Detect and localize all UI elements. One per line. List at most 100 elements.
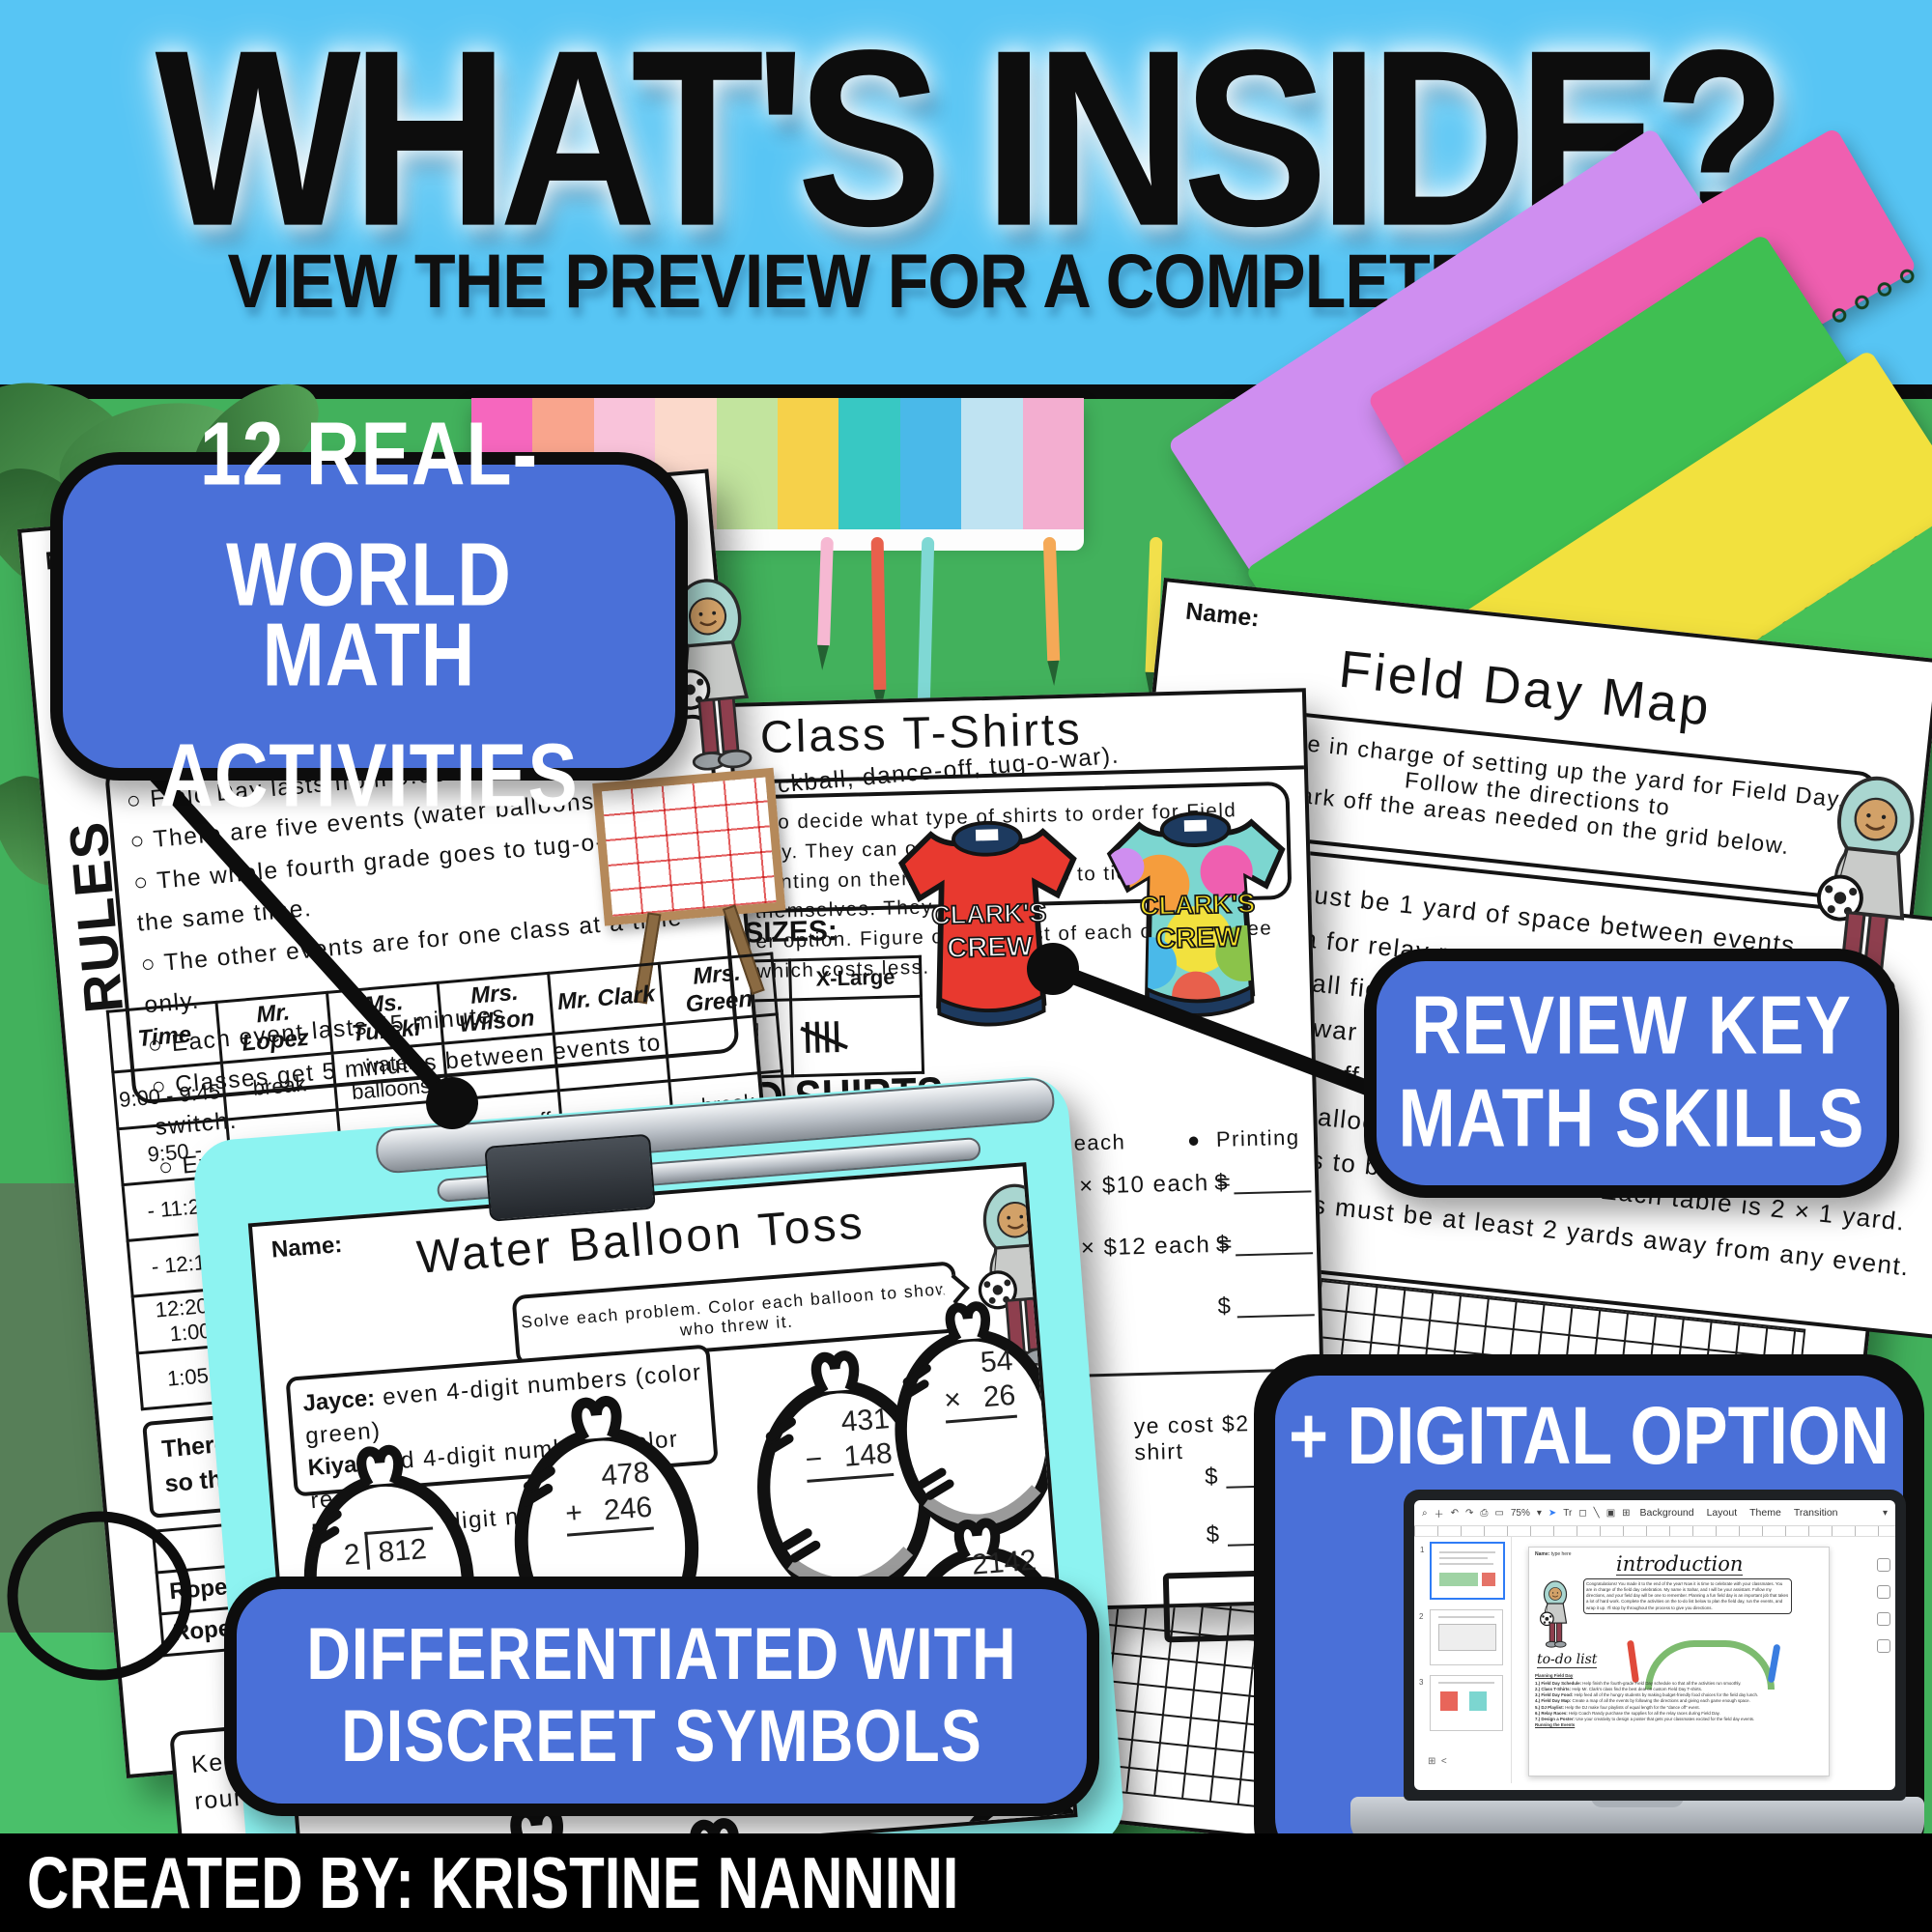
column-header: Mrs. Green — [659, 953, 778, 1025]
laptop-screen: ⌕ ＋ ↶ ↷ ⎙ ▭ 75% ▾ ➤ Tr ◻ ╲ ▣ ⊞ Backgroun… — [1404, 1490, 1906, 1801]
search-icon[interactable]: ⌕ — [1422, 1507, 1428, 1519]
slide-thumbnail-3[interactable]: 3 — [1419, 1675, 1503, 1731]
clipboard-clamp — [484, 1133, 656, 1222]
text-box-icon[interactable]: Tr — [1563, 1507, 1573, 1519]
table-cell: 9:00 - 9:45 — [112, 1063, 227, 1129]
pen-pink — [817, 536, 834, 646]
callout-real-world-activities: 12 REAL-WORLD MATH ACTIVITIES — [50, 405, 688, 826]
zoom-chevron-icon[interactable]: ▾ — [1536, 1507, 1542, 1519]
bullet-dot: ● — [1186, 1126, 1217, 1152]
slides-toolbar: ⌕ ＋ ↶ ↷ ⎙ ▭ 75% ▾ ➤ Tr ◻ ╲ ▣ ⊞ Backgroun… — [1414, 1500, 1895, 1526]
todo-item: 5.) DJ Playlist: Help the DJ make four p… — [1535, 1704, 1700, 1710]
red-tshirt: CLARK'S CREW — [890, 820, 1089, 1027]
addition-problem: 478 +246 — [561, 1456, 654, 1537]
worksheet-class-tshirts: Class T-Shirts s to decide what type of … — [726, 688, 1339, 1643]
digital-option-panel: + DIGITAL OPTION ⌕ ＋ ↶ ↷ ⎙ ▭ 75% ▾ ➤ Tr … — [1254, 1354, 1924, 1884]
toolbar-collapse-icon[interactable]: ▾ — [1882, 1507, 1888, 1519]
todo-heading: to-do list — [1537, 1652, 1598, 1668]
print-icon[interactable]: ⎙ — [1480, 1507, 1489, 1519]
credit-text: CREATED BY: KRISTINE NANNINI — [27, 1842, 959, 1923]
thumbnail-number: 1 — [1420, 1546, 1425, 1554]
slide-thumbnail-1[interactable]: 1 — [1420, 1542, 1505, 1600]
running-heading: Running the Events — [1535, 1722, 1576, 1728]
thumbnail-number: 2 — [1419, 1612, 1424, 1621]
column-header: Mr. Clark — [548, 963, 665, 1035]
todo-item: 1.) Field Day Schedule: Help finish the … — [1535, 1681, 1742, 1686]
callout-line: DIFFERENTIATED WITH — [306, 1613, 1017, 1695]
zoom-level[interactable]: 75% — [1510, 1507, 1530, 1519]
panel-icon[interactable] — [1877, 1558, 1890, 1572]
slide-character — [1540, 1580, 1568, 1648]
slides-app-window: ⌕ ＋ ↶ ↷ ⎙ ▭ 75% ▾ ➤ Tr ◻ ╲ ▣ ⊞ Backgroun… — [1414, 1500, 1895, 1790]
tube-man-red — [1626, 1639, 1640, 1684]
filmstrip-panel: 1 2 3 ⊞ — [1414, 1536, 1512, 1783]
menu-layout[interactable]: Layout — [1706, 1507, 1738, 1519]
shape-icon[interactable]: ◻ — [1578, 1507, 1587, 1519]
line-icon[interactable]: ╲ — [1593, 1507, 1600, 1519]
pen-orange — [1042, 536, 1061, 662]
table-cell — [442, 1034, 559, 1100]
tube-man-blue — [1767, 1643, 1781, 1684]
column-header: Ms. Turski — [327, 982, 443, 1054]
column-header: Mr. Lopez — [215, 992, 332, 1064]
table-cell: break — [221, 1053, 338, 1120]
slide-canvas: Name: type here introduction Congratulat… — [1528, 1547, 1830, 1776]
slide-name-row: Name: type here — [1535, 1551, 1572, 1557]
callout-line: MATH ACTIVITIES — [159, 605, 579, 826]
pen-red — [870, 536, 887, 691]
undo-icon[interactable]: ↶ — [1450, 1507, 1459, 1519]
planning-heading: Planning Field Day — [1535, 1673, 1574, 1678]
dollar-sign: $ — [1213, 1169, 1230, 1196]
name-label: Name: — [270, 1231, 344, 1264]
callout-line: MATH SKILLS — [1398, 1073, 1865, 1165]
todo-item: 4.) Field Day Map: Create a map of all t… — [1535, 1698, 1750, 1704]
menu-background[interactable]: Background — [1639, 1507, 1694, 1519]
todo-items: 1.) Field Day Schedule: Help finish the … — [1535, 1681, 1821, 1728]
footer-credit-bar: CREATED BY: KRISTINE NANNINI — [0, 1833, 1932, 1932]
table-cell: water balloons — [331, 1043, 448, 1110]
table-cell — [554, 1024, 669, 1091]
placeholder-icon[interactable]: ⊞ — [1622, 1507, 1631, 1519]
slide-thumbnail-2[interactable]: 2 — [1419, 1609, 1503, 1665]
callout-line: REVIEW KEY — [1411, 980, 1852, 1072]
todo-item: 7.) Design a Poster: Use your creativity… — [1535, 1716, 1755, 1721]
dollar-sign: $ — [1206, 1520, 1221, 1548]
table-cell — [664, 1013, 782, 1081]
select-cursor-icon[interactable]: ➤ — [1548, 1507, 1557, 1519]
menu-transition[interactable]: Transition — [1793, 1507, 1838, 1519]
blank-line — [1234, 1190, 1312, 1195]
add-icon[interactable]: ＋ — [1434, 1509, 1444, 1520]
svg-text:CREW: CREW — [1155, 922, 1242, 954]
paint-format-icon[interactable]: ▭ — [1494, 1507, 1504, 1519]
panel-icon[interactable] — [1877, 1639, 1890, 1653]
todo-item: 2.) Class T-Shirts: Help Mr. Clark's cla… — [1535, 1687, 1703, 1692]
callout-differentiated: DIFFERENTIATED WITH DISCREET SYMBOLS — [224, 1577, 1099, 1816]
panel-icon[interactable] — [1877, 1612, 1890, 1626]
blank-line — [1236, 1314, 1315, 1319]
menu-theme[interactable]: Theme — [1749, 1507, 1781, 1519]
svg-text:CREW: CREW — [947, 931, 1034, 964]
callout-review-key-math-skills: REVIEW KEY MATH SKILLS — [1364, 949, 1899, 1198]
ruler — [1414, 1526, 1895, 1537]
blank-line — [1236, 1252, 1314, 1257]
redo-icon[interactable]: ↷ — [1465, 1507, 1474, 1519]
slide-intro-text: Congratulations! You made it to the end … — [1583, 1578, 1792, 1614]
column-header: Mrs. Wilson — [438, 973, 554, 1044]
tiedye-tshirt: CLARK'S CREW — [1098, 811, 1297, 1017]
todo-item: 6.) Relay Races: Help Coach Randy purcha… — [1535, 1710, 1720, 1716]
sizes-label: SIZES: — [743, 915, 838, 950]
image-icon[interactable]: ▣ — [1605, 1507, 1616, 1519]
grid-view-icon[interactable]: ⊞ < — [1428, 1756, 1447, 1767]
dollar-sign: $ — [1217, 1293, 1233, 1320]
callout-line: 12 REAL-WORLD — [199, 404, 539, 625]
row1-eq: × $10 each = — [1078, 1169, 1233, 1200]
subtraction-problem: 431 −148 — [802, 1402, 895, 1483]
callout-line: DISCREET SYMBOLS — [341, 1695, 982, 1777]
panel-icon[interactable] — [1877, 1585, 1890, 1599]
row2-eq: × $12 each = — [1080, 1231, 1235, 1262]
multiplication-problem: 54 ×26 — [940, 1344, 1017, 1424]
dollar-sign: $ — [1204, 1463, 1220, 1491]
svg-text:CLARK'S: CLARK'S — [1140, 889, 1256, 921]
pen-teal — [917, 536, 935, 708]
